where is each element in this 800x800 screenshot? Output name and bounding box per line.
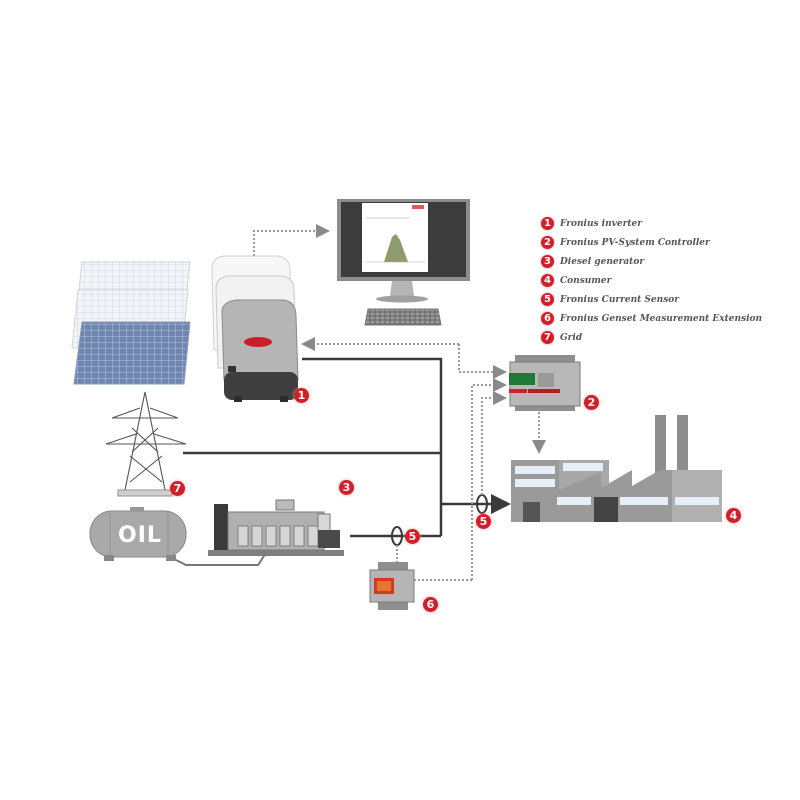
controller-display bbox=[509, 373, 535, 385]
legend-badge: 7 bbox=[541, 331, 554, 344]
inverter-to-monitor-link bbox=[253, 224, 330, 256]
fronius-logo bbox=[244, 337, 272, 347]
callout-sensor-generator: 5 bbox=[405, 529, 420, 544]
legend-label: Diesel generator bbox=[560, 256, 645, 267]
legend-badge: 4 bbox=[541, 274, 554, 287]
oil-tank bbox=[89, 507, 267, 566]
solar-panel-active bbox=[73, 321, 191, 385]
legend-label: Consumer bbox=[560, 275, 612, 286]
monitor bbox=[337, 199, 470, 326]
legend-label: Fronius PV-System Controller bbox=[560, 237, 710, 248]
power-lines bbox=[183, 357, 511, 538]
legend-badge: 3 bbox=[541, 255, 554, 268]
legend-item: 2 Fronius PV-System Controller bbox=[541, 233, 791, 252]
legend-badge: 2 bbox=[541, 236, 554, 249]
grid-tower bbox=[105, 391, 187, 497]
callout-controller: 2 bbox=[584, 395, 599, 410]
legend-item: 4 Consumer bbox=[541, 271, 791, 290]
oil-tank-label: OIL bbox=[118, 523, 162, 548]
data-connections bbox=[253, 224, 546, 581]
legend-label: Fronius inverter bbox=[560, 218, 642, 229]
legend-label: Grid bbox=[560, 332, 583, 343]
inverter-to-controller-link bbox=[458, 344, 507, 379]
legend-badge: 6 bbox=[541, 312, 554, 325]
solar-panels bbox=[71, 261, 191, 385]
legend-item: 1 Fronius inverter bbox=[541, 214, 791, 233]
callout-consumer: 4 bbox=[726, 508, 741, 523]
legend-badge: 5 bbox=[541, 293, 554, 306]
callout-inverter: 1 bbox=[294, 388, 309, 403]
keyboard bbox=[364, 308, 442, 326]
genset-to-controller-link bbox=[471, 378, 507, 580]
legend-label: Fronius Genset Measurement Extension bbox=[560, 313, 763, 324]
callout-sensor-consumer: 5 bbox=[476, 514, 491, 529]
callout-grid: 7 bbox=[170, 481, 185, 496]
legend-label: Fronius Current Sensor bbox=[560, 294, 680, 305]
callout-genset-extension: 6 bbox=[423, 597, 438, 612]
diesel-generator bbox=[208, 499, 344, 556]
legend-item: 7 Grid bbox=[541, 328, 791, 347]
pv-system-controller bbox=[509, 355, 581, 411]
genset-measurement-extension bbox=[369, 562, 415, 610]
legend-item: 5 Fronius Current Sensor bbox=[541, 290, 791, 309]
inverter-power-line bbox=[302, 357, 443, 536]
legend-item: 3 Diesel generator bbox=[541, 252, 791, 271]
legend: 1 Fronius inverter 2 Fronius PV-System C… bbox=[541, 214, 791, 347]
sensor-to-controller-link bbox=[481, 391, 507, 495]
callout-generator: 3 bbox=[339, 480, 354, 495]
fronius-inverter bbox=[211, 255, 299, 402]
legend-badge: 1 bbox=[541, 217, 554, 230]
legend-item: 6 Fronius Genset Measurement Extension bbox=[541, 309, 791, 328]
consumer-factory bbox=[511, 415, 722, 522]
